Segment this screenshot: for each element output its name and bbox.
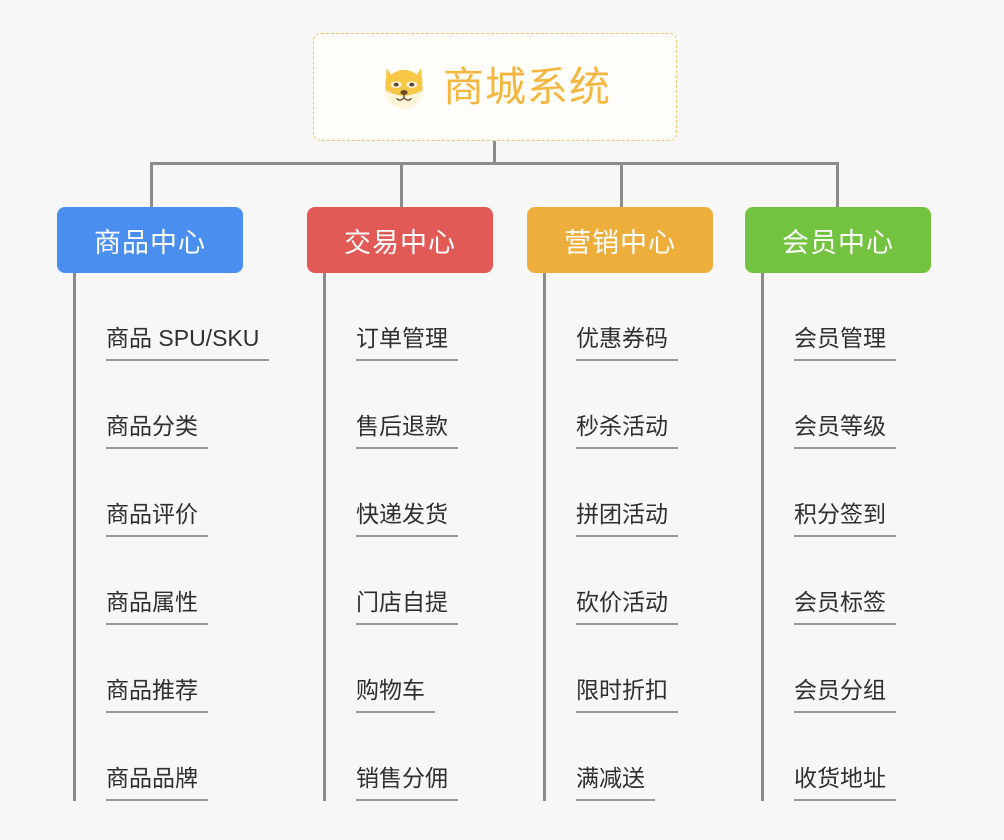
- leaf-label: 限时折扣: [576, 677, 678, 713]
- leaf-label: 商品分类: [106, 413, 208, 449]
- root-node[interactable]: 商城系统: [313, 33, 677, 141]
- connector-drop-1: [400, 162, 403, 208]
- connector-root-stem: [493, 141, 496, 165]
- leaf-list-1: 订单管理 售后退款 快递发货 门店自提 购物车 销售分佣: [323, 273, 493, 801]
- branch-column-0: 商品中心 商品 SPU/SKU 商品分类 商品评价 商品属性 商品推荐 商品品牌: [57, 207, 270, 801]
- leaf-label: 砍价活动: [576, 589, 678, 625]
- list-item[interactable]: 订单管理: [326, 273, 493, 361]
- leaf-label: 优惠券码: [576, 325, 678, 361]
- leaf-label: 满减送: [576, 765, 655, 801]
- list-item[interactable]: 商品 SPU/SKU: [76, 273, 270, 361]
- list-item[interactable]: 会员管理: [764, 273, 931, 361]
- leaf-label: 商品评价: [106, 501, 208, 537]
- leaf-label: 秒杀活动: [576, 413, 678, 449]
- leaf-label: 会员等级: [794, 413, 896, 449]
- leaf-label: 商品品牌: [106, 765, 208, 801]
- branch-column-2: 营销中心 优惠券码 秒杀活动 拼团活动 砍价活动 限时折扣 满减送: [527, 207, 713, 801]
- leaf-label: 商品 SPU/SKU: [106, 325, 270, 361]
- list-item[interactable]: 商品品牌: [76, 713, 243, 801]
- list-item[interactable]: 会员分组: [764, 625, 931, 713]
- connector-drop-2: [620, 162, 623, 208]
- category-header-2[interactable]: 营销中心: [527, 207, 713, 273]
- category-header-1[interactable]: 交易中心: [307, 207, 493, 273]
- list-item[interactable]: 销售分佣: [326, 713, 493, 801]
- list-item[interactable]: 砍价活动: [546, 537, 713, 625]
- list-item[interactable]: 商品评价: [76, 449, 243, 537]
- list-item[interactable]: 商品推荐: [76, 625, 243, 713]
- branch-column-3: 会员中心 会员管理 会员等级 积分签到 会员标签 会员分组 收货地址: [745, 207, 931, 801]
- list-item[interactable]: 购物车: [326, 625, 493, 713]
- category-label-2: 营销中心: [564, 227, 676, 258]
- leaf-label: 会员管理: [794, 325, 896, 361]
- leaf-label: 销售分佣: [356, 765, 458, 801]
- leaf-label: 快递发货: [356, 501, 458, 537]
- connector-horizontal-bus: [150, 162, 839, 165]
- list-item[interactable]: 售后退款: [326, 361, 493, 449]
- category-header-3[interactable]: 会员中心: [745, 207, 931, 273]
- connector-drop-0: [150, 162, 153, 208]
- list-item[interactable]: 秒杀活动: [546, 361, 713, 449]
- list-item[interactable]: 收货地址: [764, 713, 931, 801]
- list-item[interactable]: 商品分类: [76, 361, 243, 449]
- category-header-0[interactable]: 商品中心: [57, 207, 243, 273]
- leaf-label: 积分签到: [794, 501, 896, 537]
- connector-drop-3: [836, 162, 839, 208]
- list-item[interactable]: 限时折扣: [546, 625, 713, 713]
- list-item[interactable]: 快递发货: [326, 449, 493, 537]
- leaf-label: 会员标签: [794, 589, 896, 625]
- leaf-list-3: 会员管理 会员等级 积分签到 会员标签 会员分组 收货地址: [761, 273, 931, 801]
- leaf-label: 商品推荐: [106, 677, 208, 713]
- leaf-label: 收货地址: [794, 765, 896, 801]
- leaf-list-2: 优惠券码 秒杀活动 拼团活动 砍价活动 限时折扣 满减送: [543, 273, 713, 801]
- list-item[interactable]: 满减送: [546, 713, 713, 801]
- leaf-label: 拼团活动: [576, 501, 678, 537]
- leaf-label: 商品属性: [106, 589, 208, 625]
- list-item[interactable]: 商品属性: [76, 537, 243, 625]
- branch-column-1: 交易中心 订单管理 售后退款 快递发货 门店自提 购物车 销售分佣: [307, 207, 493, 801]
- root-title: 商城系统: [443, 63, 611, 110]
- list-item[interactable]: 优惠券码: [546, 273, 713, 361]
- category-label-0: 商品中心: [94, 227, 206, 258]
- list-item[interactable]: 会员等级: [764, 361, 931, 449]
- category-label-3: 会员中心: [782, 227, 894, 258]
- leaf-label: 会员分组: [794, 677, 896, 713]
- leaf-list-0: 商品 SPU/SKU 商品分类 商品评价 商品属性 商品推荐 商品品牌: [73, 273, 270, 801]
- leaf-label: 门店自提: [356, 589, 458, 625]
- list-item[interactable]: 拼团活动: [546, 449, 713, 537]
- list-item[interactable]: 会员标签: [764, 537, 931, 625]
- list-item[interactable]: 门店自提: [326, 537, 493, 625]
- leaf-label: 售后退款: [356, 413, 458, 449]
- list-item[interactable]: 积分签到: [764, 449, 931, 537]
- leaf-label: 购物车: [356, 677, 435, 713]
- shiba-dog-face-icon: [385, 68, 423, 109]
- category-label-1: 交易中心: [344, 227, 456, 258]
- leaf-label: 订单管理: [356, 325, 458, 361]
